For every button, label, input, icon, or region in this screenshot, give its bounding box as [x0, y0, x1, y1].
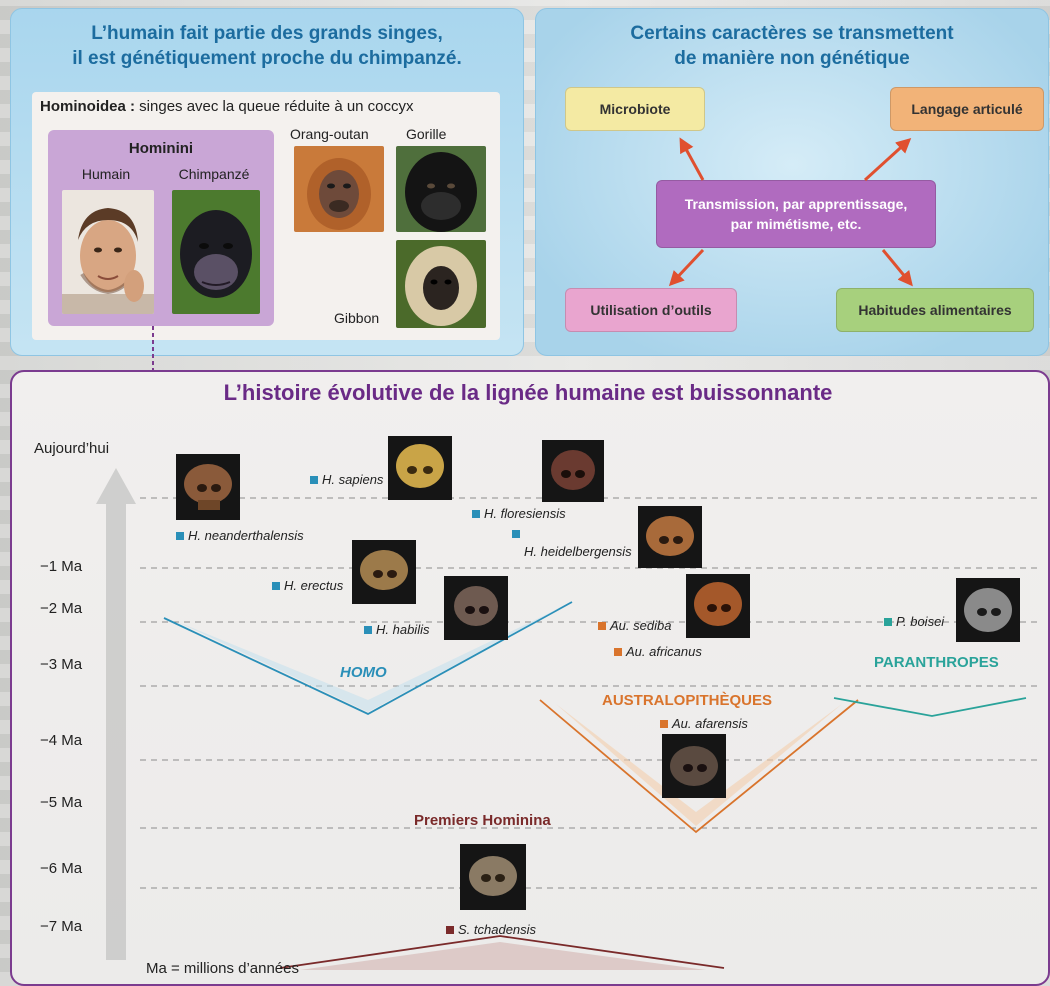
australo-branch [539, 699, 859, 834]
chimpanze-label: Chimpanzé [178, 166, 250, 182]
footnote: Ma = millions d’années [146, 960, 299, 977]
homo-marker [472, 510, 480, 518]
time-label-today: Aujourd’hui [34, 440, 110, 457]
time-label-4ma: −4 Ma [40, 732, 83, 749]
paranthropes-branch [833, 697, 1027, 717]
panel-non-genetic-title: Certains caractères se transmettent de m… [630, 23, 954, 69]
group-australopitheques: AUSTRALOPITHÈQUES [602, 692, 773, 709]
premiers-marker [446, 926, 454, 934]
species-sapiens: H. sapiens [310, 472, 383, 487]
transmission-box: Transmission, par apprentissage, par mim… [656, 180, 936, 248]
group-premiers: Premiers Hominina [414, 812, 551, 829]
homo-marker [176, 532, 184, 540]
arrow-outils [668, 248, 705, 287]
species-habilis: H. habilis [364, 622, 429, 637]
hominini-label: Hominini [128, 140, 194, 157]
time-label-7ma: −7 Ma [40, 918, 83, 935]
homo-marker [310, 476, 318, 484]
time-arrow [96, 468, 136, 960]
arrow-langage [863, 137, 912, 182]
species-floresiensis: H. floresiensis [472, 506, 566, 521]
skull-sapiens [388, 436, 452, 500]
hominini-connector [152, 326, 154, 376]
skull-erectus [352, 540, 416, 604]
skull-neanderthalensis [176, 454, 240, 520]
species-boisei: P. boisei [884, 614, 944, 629]
time-label-1ma: −1 Ma [40, 558, 83, 575]
transmission-arrows [668, 137, 913, 287]
species-afarensis: Au. afarensis [660, 716, 748, 731]
gibbon-label: Gibbon [334, 310, 380, 326]
gibbon-photo [396, 240, 486, 328]
australo-marker [614, 648, 622, 656]
langage-box: Langage articulé [890, 87, 1044, 131]
paranthropes-marker [884, 618, 892, 626]
homo-branch [163, 601, 573, 716]
alimentaires-box: Habitudes alimentaires [836, 288, 1034, 332]
time-label-3ma: −3 Ma [40, 656, 83, 673]
orang-label: Orang-outan [290, 126, 369, 142]
orangutan-photo [294, 146, 384, 232]
group-paranthropes: PARANTHROPES [874, 654, 999, 671]
hominoidea-caption: Hominoidea : singes avec la queue réduit… [40, 98, 414, 115]
time-label-2ma: −2 Ma [40, 600, 83, 617]
microbiote-box: Microbiote [565, 87, 705, 131]
arrow-microbiote [679, 137, 705, 181]
evolution-title: L’histoire évolutive de la lignée humain… [223, 380, 833, 405]
australo-marker [598, 622, 606, 630]
species-africanus: Au. africanus [614, 644, 702, 659]
homo-marker [364, 626, 372, 634]
skull-boisei [956, 578, 1020, 642]
premiers-branch [279, 935, 725, 969]
species-tchadensis: S. tchadensis [446, 922, 536, 937]
species-neanderthalensis: H. neanderthalensis [176, 528, 304, 543]
gorilla-photo [396, 146, 486, 232]
humain-label: Humain [81, 166, 131, 182]
species-erectus: H. erectus [272, 578, 343, 593]
skull-afarensis [662, 734, 726, 798]
time-label-5ma: −5 Ma [40, 794, 83, 811]
species-sediba: Au. sediba [598, 618, 671, 633]
chimpanzee-photo [172, 190, 260, 314]
time-label-6ma: −6 Ma [40, 860, 83, 877]
species-heidelbergensis: H. heidelbergensis [512, 530, 632, 559]
skull-tchadensis [460, 844, 526, 910]
skull-sediba [686, 574, 750, 638]
human-photo [62, 190, 154, 314]
homo-marker [272, 582, 280, 590]
arrow-alimentaires [881, 249, 913, 287]
outils-box: Utilisation d’outils [565, 288, 737, 332]
homo-marker [512, 530, 520, 538]
australo-marker [660, 720, 668, 728]
skull-habilis [444, 576, 508, 640]
panel-primates-title: L’humain fait partie des grands singes, … [72, 23, 462, 69]
skull-heidelbergensis [638, 506, 702, 568]
group-homo: HOMO [340, 664, 387, 681]
skull-floresiensis [542, 440, 604, 502]
gorille-label: Gorille [406, 126, 447, 142]
